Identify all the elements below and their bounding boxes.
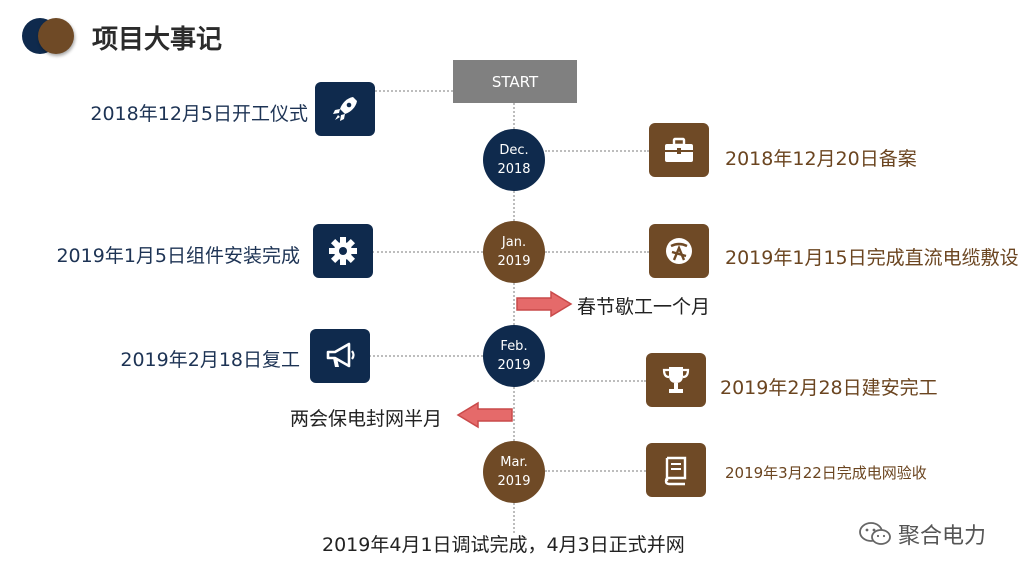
event-icon-box-7 <box>646 443 706 497</box>
month-year: 2019 <box>497 474 531 489</box>
month-year: 2019 <box>497 358 531 373</box>
month-node-feb-2019: Feb. 2019 <box>483 325 545 387</box>
final-milestone: 2019年4月1日调试完成，4月3日正式并网 <box>322 534 685 556</box>
connector-event-2 <box>545 150 649 152</box>
connector-event-6 <box>514 380 646 382</box>
event-label-2: 2018年12月20日备案 <box>725 148 917 170</box>
event-label-6: 2019年2月28日建安完工 <box>720 377 938 399</box>
month-label: Dec. <box>499 143 529 158</box>
watermark: 聚合电力 <box>858 518 986 550</box>
month-label: Jan. <box>501 235 527 250</box>
event-icon-box-2 <box>649 123 709 177</box>
briefcase-icon <box>665 137 693 162</box>
event-label-7: 2019年3月22日完成电网验收 <box>725 464 927 482</box>
arrow-right-icon <box>516 290 573 318</box>
page-title: 项目大事记 <box>92 25 223 55</box>
event-icon-box-6 <box>646 353 706 407</box>
note-spring-festival: 春节歇工一个月 <box>577 296 711 318</box>
cable-icon <box>666 238 692 264</box>
event-icon-box-4 <box>649 224 709 278</box>
title-dot-brown <box>38 18 74 54</box>
month-year: 2019 <box>497 254 531 269</box>
month-node-dec-2018: Dec. 2018 <box>483 129 545 191</box>
book-icon <box>664 456 687 486</box>
event-label-4: 2019年1月15日完成直流电缆敷设 <box>725 247 1019 269</box>
month-node-jan-2019: Jan. 2019 <box>483 221 545 283</box>
timeline-start: START <box>453 60 577 103</box>
trophy-icon <box>662 367 690 393</box>
connector-event-1 <box>375 90 453 92</box>
event-icon-box-5 <box>310 329 370 383</box>
event-icon-box-3 <box>313 224 373 278</box>
connector-event-3 <box>372 251 483 253</box>
note-two-sessions: 两会保电封网半月 <box>290 408 443 430</box>
event-icon-box-1 <box>315 82 375 136</box>
event-label-5: 2019年2月18日复工 <box>120 349 300 371</box>
event-label-3: 2019年1月5日组件安装完成 <box>56 245 300 267</box>
wechat-icon <box>859 522 891 545</box>
event-label-1: 2018年12月5日开工仪式 <box>90 103 308 125</box>
timeline-spine <box>513 103 515 533</box>
watermark-text: 聚合电力 <box>898 524 987 549</box>
rocket-icon <box>333 97 357 121</box>
month-year: 2018 <box>497 162 531 177</box>
month-label: Mar. <box>500 455 528 470</box>
connector-event-7 <box>545 470 646 472</box>
arrow-left-icon <box>456 401 513 429</box>
megaphone-icon <box>326 342 355 368</box>
month-label: Feb. <box>500 339 528 354</box>
gear-icon <box>329 237 357 265</box>
connector-event-4 <box>545 251 649 253</box>
connector-event-5 <box>369 355 483 357</box>
month-node-mar-2019: Mar. 2019 <box>483 441 545 503</box>
